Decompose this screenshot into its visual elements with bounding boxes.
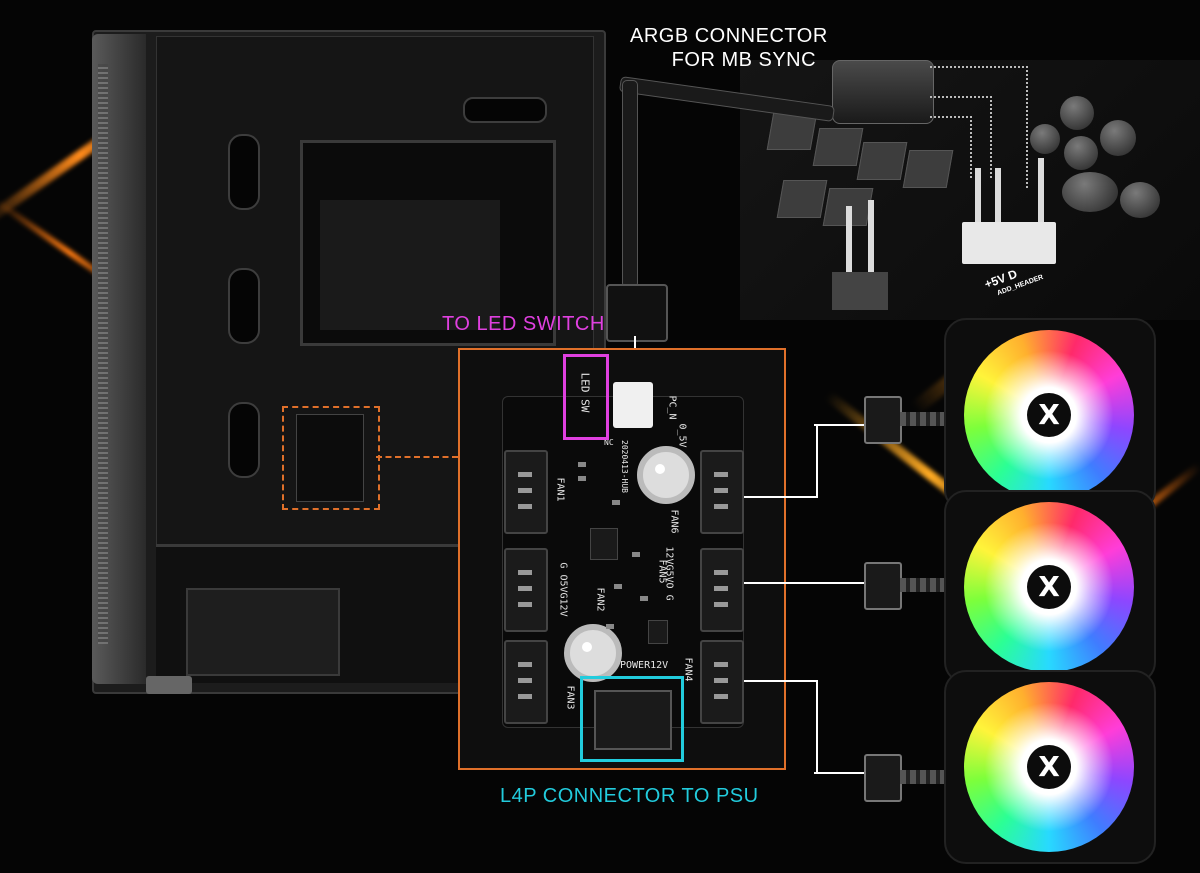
smd-component [578, 476, 586, 481]
cable-grommet [228, 402, 260, 478]
header-pin [868, 200, 874, 276]
fan-link-line [814, 772, 864, 774]
cable-grommet [463, 97, 547, 123]
rgb-fan: X [944, 670, 1156, 864]
capacitor [1064, 136, 1098, 170]
fan-rgb-ring: X [964, 682, 1134, 852]
front-mesh [98, 64, 108, 644]
hub-silkscreen-power12v: POWER12V [620, 660, 669, 671]
hub-silkscreen-row-g: G O5VG12V [557, 562, 569, 617]
fan-logo: X [1027, 745, 1071, 789]
hub-silkscreen-board-id: 2020413-HUB [619, 440, 629, 493]
hub-board-thumbnail [296, 414, 364, 502]
fan-socket [700, 548, 744, 632]
pin-guide-line [930, 96, 992, 178]
fan-link-line [744, 680, 818, 774]
smd-component [578, 462, 586, 467]
heatsink-fin [812, 128, 864, 166]
capacitor [1060, 96, 1094, 130]
hub-silkscreen-05v: 0_5V [676, 423, 688, 448]
hub-input-plug [606, 284, 668, 342]
ic-chip [590, 528, 618, 560]
smd-component [640, 596, 648, 601]
rgb-fan: X [944, 490, 1156, 684]
pin-guide-line [930, 66, 1028, 188]
l4p-highlight [580, 676, 684, 762]
fan-logo: X [1027, 393, 1071, 437]
header-pin [846, 206, 852, 276]
argb-label-line2: FOR MB SYNC [671, 49, 817, 71]
argb-plug [832, 60, 934, 124]
fan-plug [864, 396, 902, 444]
fan-socket [700, 450, 744, 534]
addressable-header [962, 222, 1056, 264]
fan-socket [504, 640, 548, 724]
capacitor [1030, 124, 1060, 154]
hub-silkscreen-led-sw: LED SW [578, 372, 592, 413]
heatsink-fin [776, 180, 828, 218]
led-switch-highlight [563, 354, 609, 440]
header-pin [1038, 158, 1044, 224]
l4p-connector-label: L4P CONNECTOR TO PSU [500, 785, 759, 807]
rgb-fan: X [944, 318, 1156, 512]
smd-component [632, 552, 640, 557]
fan-link-line [744, 582, 866, 584]
hub-location-marker [282, 406, 380, 510]
fan-socket [700, 640, 744, 724]
led-switch-connector [613, 382, 653, 428]
pin-guide-line [930, 116, 972, 178]
fan-link-line [814, 424, 864, 426]
fan-socket [504, 548, 548, 632]
cable-grommet [228, 134, 260, 210]
header-base [832, 272, 888, 310]
hub-silkscreen-row-12v: 12VG5VO G [663, 546, 675, 601]
fan-logo: X [1027, 565, 1071, 609]
hub-zoom-link [376, 456, 458, 458]
case-foot [146, 676, 192, 694]
mounting-hole [564, 624, 622, 682]
smd-component [606, 624, 614, 629]
capacitor [1062, 172, 1118, 212]
fan-socket [504, 450, 548, 534]
hub-silkscreen-fan6: FAN6 [668, 509, 680, 534]
fan-rgb-ring: X [964, 330, 1134, 500]
fan-plug [864, 562, 902, 610]
heatsink-fin [856, 142, 908, 180]
smd-component [612, 500, 620, 505]
hub-silkscreen-fan3: FAN3 [564, 685, 576, 710]
header-pin [995, 168, 1001, 224]
fan-plug [864, 754, 902, 802]
cpu-cutout-inner [320, 200, 500, 330]
capacitor [1120, 182, 1160, 218]
argb-cable [622, 80, 638, 288]
fan-link-line [744, 424, 818, 498]
hub-silkscreen-pc-n: PC_N [666, 395, 678, 420]
header-pin [975, 168, 981, 224]
hub-silkscreen-fan4: FAN4 [682, 657, 694, 682]
cable-grommet [228, 268, 260, 344]
argb-connector-label: ARGB CONNECTOR FOR MB SYNC [630, 24, 828, 72]
l4p-connector [594, 690, 672, 750]
case-front-panel [92, 34, 146, 684]
mounting-hole [637, 446, 695, 504]
led-switch-label: TO LED SWITCH [442, 313, 605, 335]
ic-chip [648, 620, 668, 644]
hub-silkscreen-fan2: FAN2 [594, 587, 606, 612]
hub-silkscreen-fan1: FAN1 [554, 477, 566, 502]
hub-silkscreen-nc: NC [604, 438, 614, 447]
smd-component [614, 584, 622, 589]
argb-label-line1: ARGB CONNECTOR [630, 25, 828, 47]
capacitor [1100, 120, 1136, 156]
fan-rgb-ring: X [964, 502, 1134, 672]
drive-bay [186, 588, 340, 676]
